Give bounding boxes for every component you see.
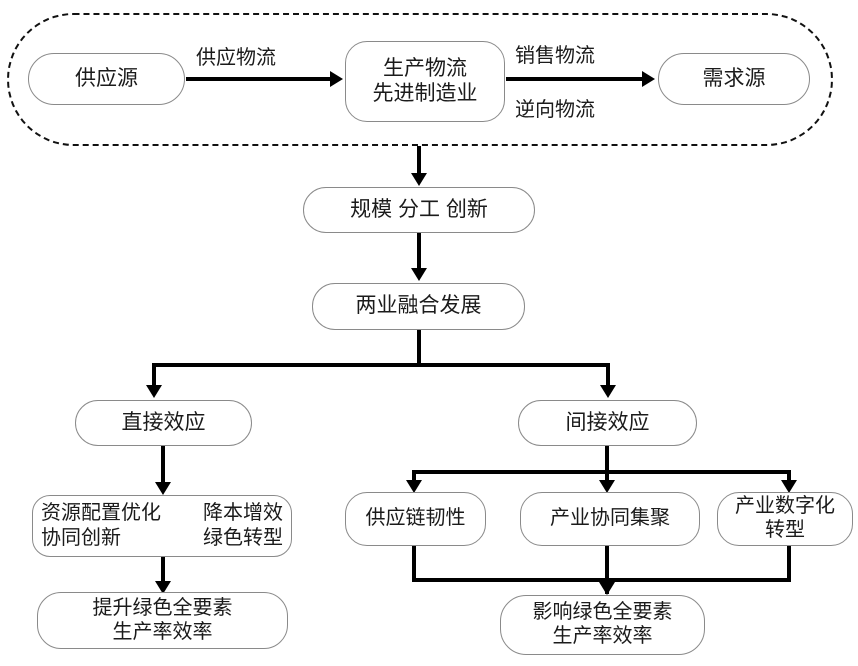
node-drivers-label: 规模 分工 创新 xyxy=(350,197,488,221)
node-channel-1-label: 供应链韧性 xyxy=(365,507,466,530)
edge-split-to-direct-arrowhead xyxy=(146,385,162,398)
edge-direct-to-items-arrowhead xyxy=(155,482,171,495)
direct-item-2: 降本增效 xyxy=(203,501,283,524)
edge-direct-to-items xyxy=(161,446,165,484)
edge-indirect-to-channel-1 xyxy=(412,470,416,482)
edge-group-to-drivers xyxy=(417,146,421,175)
edge-label-supply-logistics: 供应物流 xyxy=(196,47,276,69)
edge-label-reverse-logistics: 逆向物流 xyxy=(515,99,595,121)
edge-direct-items-to-outcome xyxy=(161,557,165,583)
edge-integration-trunk xyxy=(417,330,421,367)
node-drivers[interactable]: 规模 分工 创新 xyxy=(303,187,535,233)
node-manufacturing[interactable]: 生产物流 先进制造业 xyxy=(345,41,505,122)
node-indirect-effect-label: 间接效应 xyxy=(565,410,650,434)
node-channel-2-label: 产业协同集聚 xyxy=(550,507,670,530)
edge-branch-split-bar xyxy=(152,363,610,367)
edge-drivers-to-integration xyxy=(417,233,421,270)
edge-split-to-indirect-arrowhead xyxy=(600,385,616,398)
direct-item-1: 资源配置优化 xyxy=(41,501,161,524)
edge-indirect-to-channel-2-arrowhead xyxy=(599,480,615,493)
node-channel-digital-transformation[interactable]: 产业数字化 转型 xyxy=(717,492,853,546)
node-indirect-outcome[interactable]: 影响绿色全要素 生产率效率 xyxy=(500,595,705,655)
edge-indirect-to-channel-2 xyxy=(605,470,609,482)
node-channel-supply-chain-resilience[interactable]: 供应链韧性 xyxy=(345,492,486,546)
edge-indirect-trunk xyxy=(605,446,609,472)
edge-channel-2-down xyxy=(605,546,609,594)
edge-indirect-to-channel-3 xyxy=(787,470,791,482)
edge-supply-to-manufacturing xyxy=(186,77,330,81)
edge-split-to-indirect xyxy=(606,363,610,387)
node-direct-outcome[interactable]: 提升绿色全要素 生产率效率 xyxy=(37,592,288,649)
direct-items-grid: 资源配置优化 降本增效 协同创新 绿色转型 xyxy=(33,502,291,550)
edge-indirect-fanout-bar xyxy=(412,470,791,474)
edge-drivers-to-integration-arrowhead xyxy=(411,268,427,281)
node-direct-effect[interactable]: 直接效应 xyxy=(75,400,252,446)
edge-direct-items-to-outcome-arrowhead xyxy=(155,581,171,594)
edge-indirect-merge-arrowhead xyxy=(599,582,615,595)
node-direct-effect-label: 直接效应 xyxy=(121,410,206,434)
direct-item-3: 协同创新 xyxy=(41,526,121,549)
node-manufacturing-label: 生产物流 先进制造业 xyxy=(372,56,478,105)
node-demand-source[interactable]: 需求源 xyxy=(658,53,810,105)
edge-channel-1-down xyxy=(412,546,416,582)
edge-indirect-merge-bar xyxy=(412,578,791,582)
node-indirect-effect[interactable]: 间接效应 xyxy=(518,400,697,446)
edge-indirect-to-channel-3-arrowhead xyxy=(781,480,797,493)
node-channel-3-label: 产业数字化 转型 xyxy=(735,495,835,541)
node-integration[interactable]: 两业融合发展 xyxy=(312,283,525,330)
node-integration-label: 两业融合发展 xyxy=(355,294,482,318)
edge-manufacturing-to-demand-arrowhead xyxy=(642,71,655,87)
edge-channel-3-down xyxy=(787,546,791,582)
node-direct-items[interactable]: 资源配置优化 降本增效 协同创新 绿色转型 xyxy=(32,495,292,557)
edge-group-to-drivers-arrowhead xyxy=(411,173,427,186)
edge-label-sales-logistics: 销售物流 xyxy=(515,45,595,67)
edge-indirect-to-channel-1-arrowhead xyxy=(406,480,422,493)
node-channel-industrial-agglomeration[interactable]: 产业协同集聚 xyxy=(520,492,700,546)
node-supply-source[interactable]: 供应源 xyxy=(28,53,185,105)
node-supply-source-label: 供应源 xyxy=(75,66,138,90)
node-indirect-outcome-label: 影响绿色全要素 生产率效率 xyxy=(532,601,673,647)
node-direct-outcome-label: 提升绿色全要素 生产率效率 xyxy=(92,596,233,643)
node-demand-source-label: 需求源 xyxy=(702,66,766,90)
edge-manufacturing-to-demand xyxy=(506,77,642,81)
direct-item-4: 绿色转型 xyxy=(203,526,283,549)
logistics-system-group xyxy=(7,13,833,146)
edge-split-to-direct xyxy=(152,363,156,387)
edge-supply-to-manufacturing-arrowhead xyxy=(330,71,343,87)
